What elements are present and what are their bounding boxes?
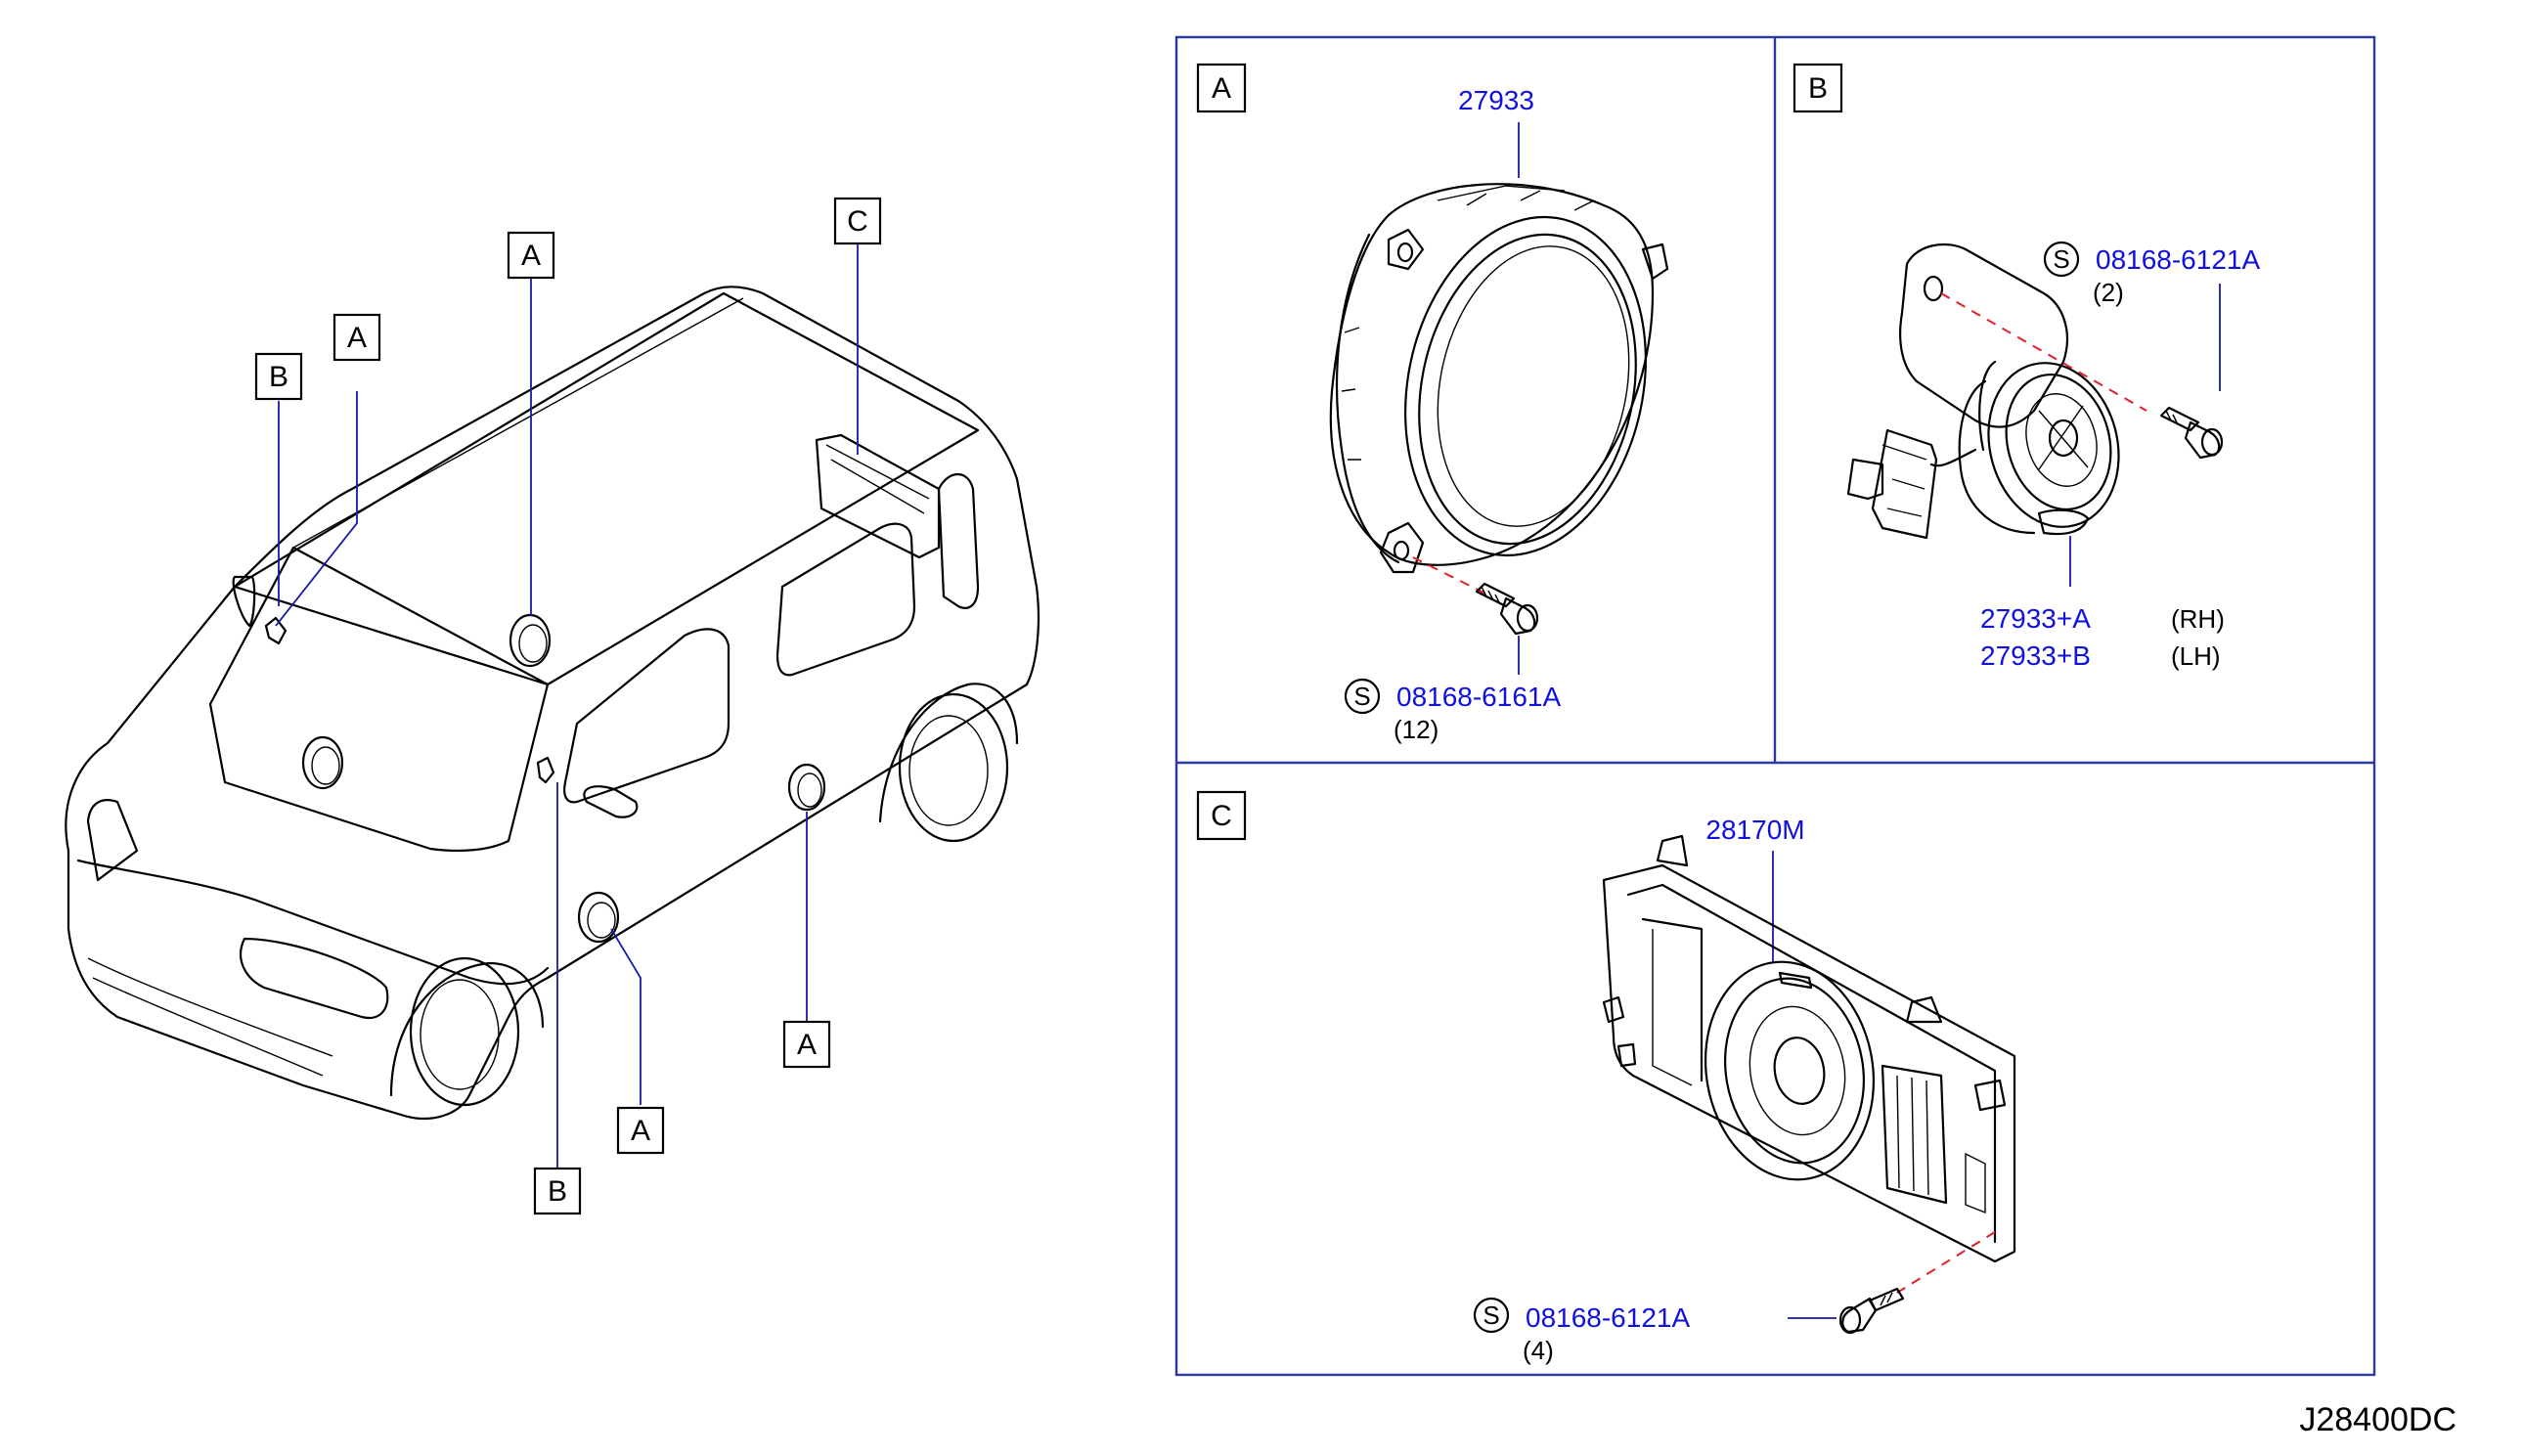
svg-text:A: A <box>631 1115 650 1147</box>
screw-b-symbol <box>2043 241 2080 278</box>
part-27933: 27933 <box>1458 85 1534 115</box>
speaker-bracket-drawing <box>1329 183 1669 574</box>
part-08168-6121a-b: 08168-6121A <box>2096 244 2260 275</box>
screw-c-symbol <box>1473 1297 1510 1334</box>
svg-text:B: B <box>548 1175 567 1208</box>
side-lh: (LH) <box>2171 641 2221 671</box>
diagram-reference-code: J28400DC <box>2299 1401 2457 1438</box>
svg-text:A: A <box>797 1029 817 1061</box>
part-27933-b: 27933+B <box>1980 640 2091 671</box>
part-28170m: 28170M <box>1705 815 1804 845</box>
part-08168-6161a: 08168-6161A <box>1396 682 1561 712</box>
detail-frame <box>1174 35 2376 1377</box>
vehicle-illustration <box>65 244 1040 1169</box>
screw-a-symbol <box>1344 678 1381 715</box>
svg-text:S: S <box>1483 1301 1499 1330</box>
svg-text:C: C <box>847 205 868 238</box>
panel-a: A 27933 S 08168-6161A <box>1196 63 1669 744</box>
callout-a-4: A <box>616 1106 665 1155</box>
callout-c-1: C <box>833 197 882 245</box>
panel-a-label: A <box>1212 72 1231 105</box>
part-08168-6121a-c: 08168-6121A <box>1526 1302 1690 1333</box>
tweeter-drawing <box>1846 243 2120 540</box>
qty-4: (4) <box>1523 1336 1554 1365</box>
callout-b-2: B <box>533 1167 582 1215</box>
qty-12: (12) <box>1394 715 1439 744</box>
callout-b-1: B <box>254 352 303 401</box>
screw-a-drawing <box>1475 582 1539 636</box>
svg-text:S: S <box>2053 244 2069 274</box>
svg-text:A: A <box>521 240 541 272</box>
screw-b-drawing <box>2159 406 2224 460</box>
screw-c-drawing <box>1838 1287 1905 1335</box>
callout-a-3: A <box>782 1020 831 1069</box>
side-rh: (RH) <box>2171 604 2225 634</box>
part-27933-a: 27933+A <box>1980 603 2091 634</box>
callout-a-2: A <box>332 313 381 362</box>
svg-text:A: A <box>347 322 367 354</box>
svg-text:B: B <box>269 361 288 393</box>
panel-b-label: B <box>1808 72 1828 105</box>
subwoofer-drawing <box>1602 834 2016 1263</box>
panel-b: B S 08168-6121A (2) <box>1793 63 2260 671</box>
callout-a-1: A <box>507 231 555 280</box>
panel-c: C 28170M <box>1196 790 2016 1365</box>
panel-c-label: C <box>1211 800 1232 832</box>
qty-2: (2) <box>2093 278 2124 307</box>
svg-text:S: S <box>1353 682 1370 711</box>
